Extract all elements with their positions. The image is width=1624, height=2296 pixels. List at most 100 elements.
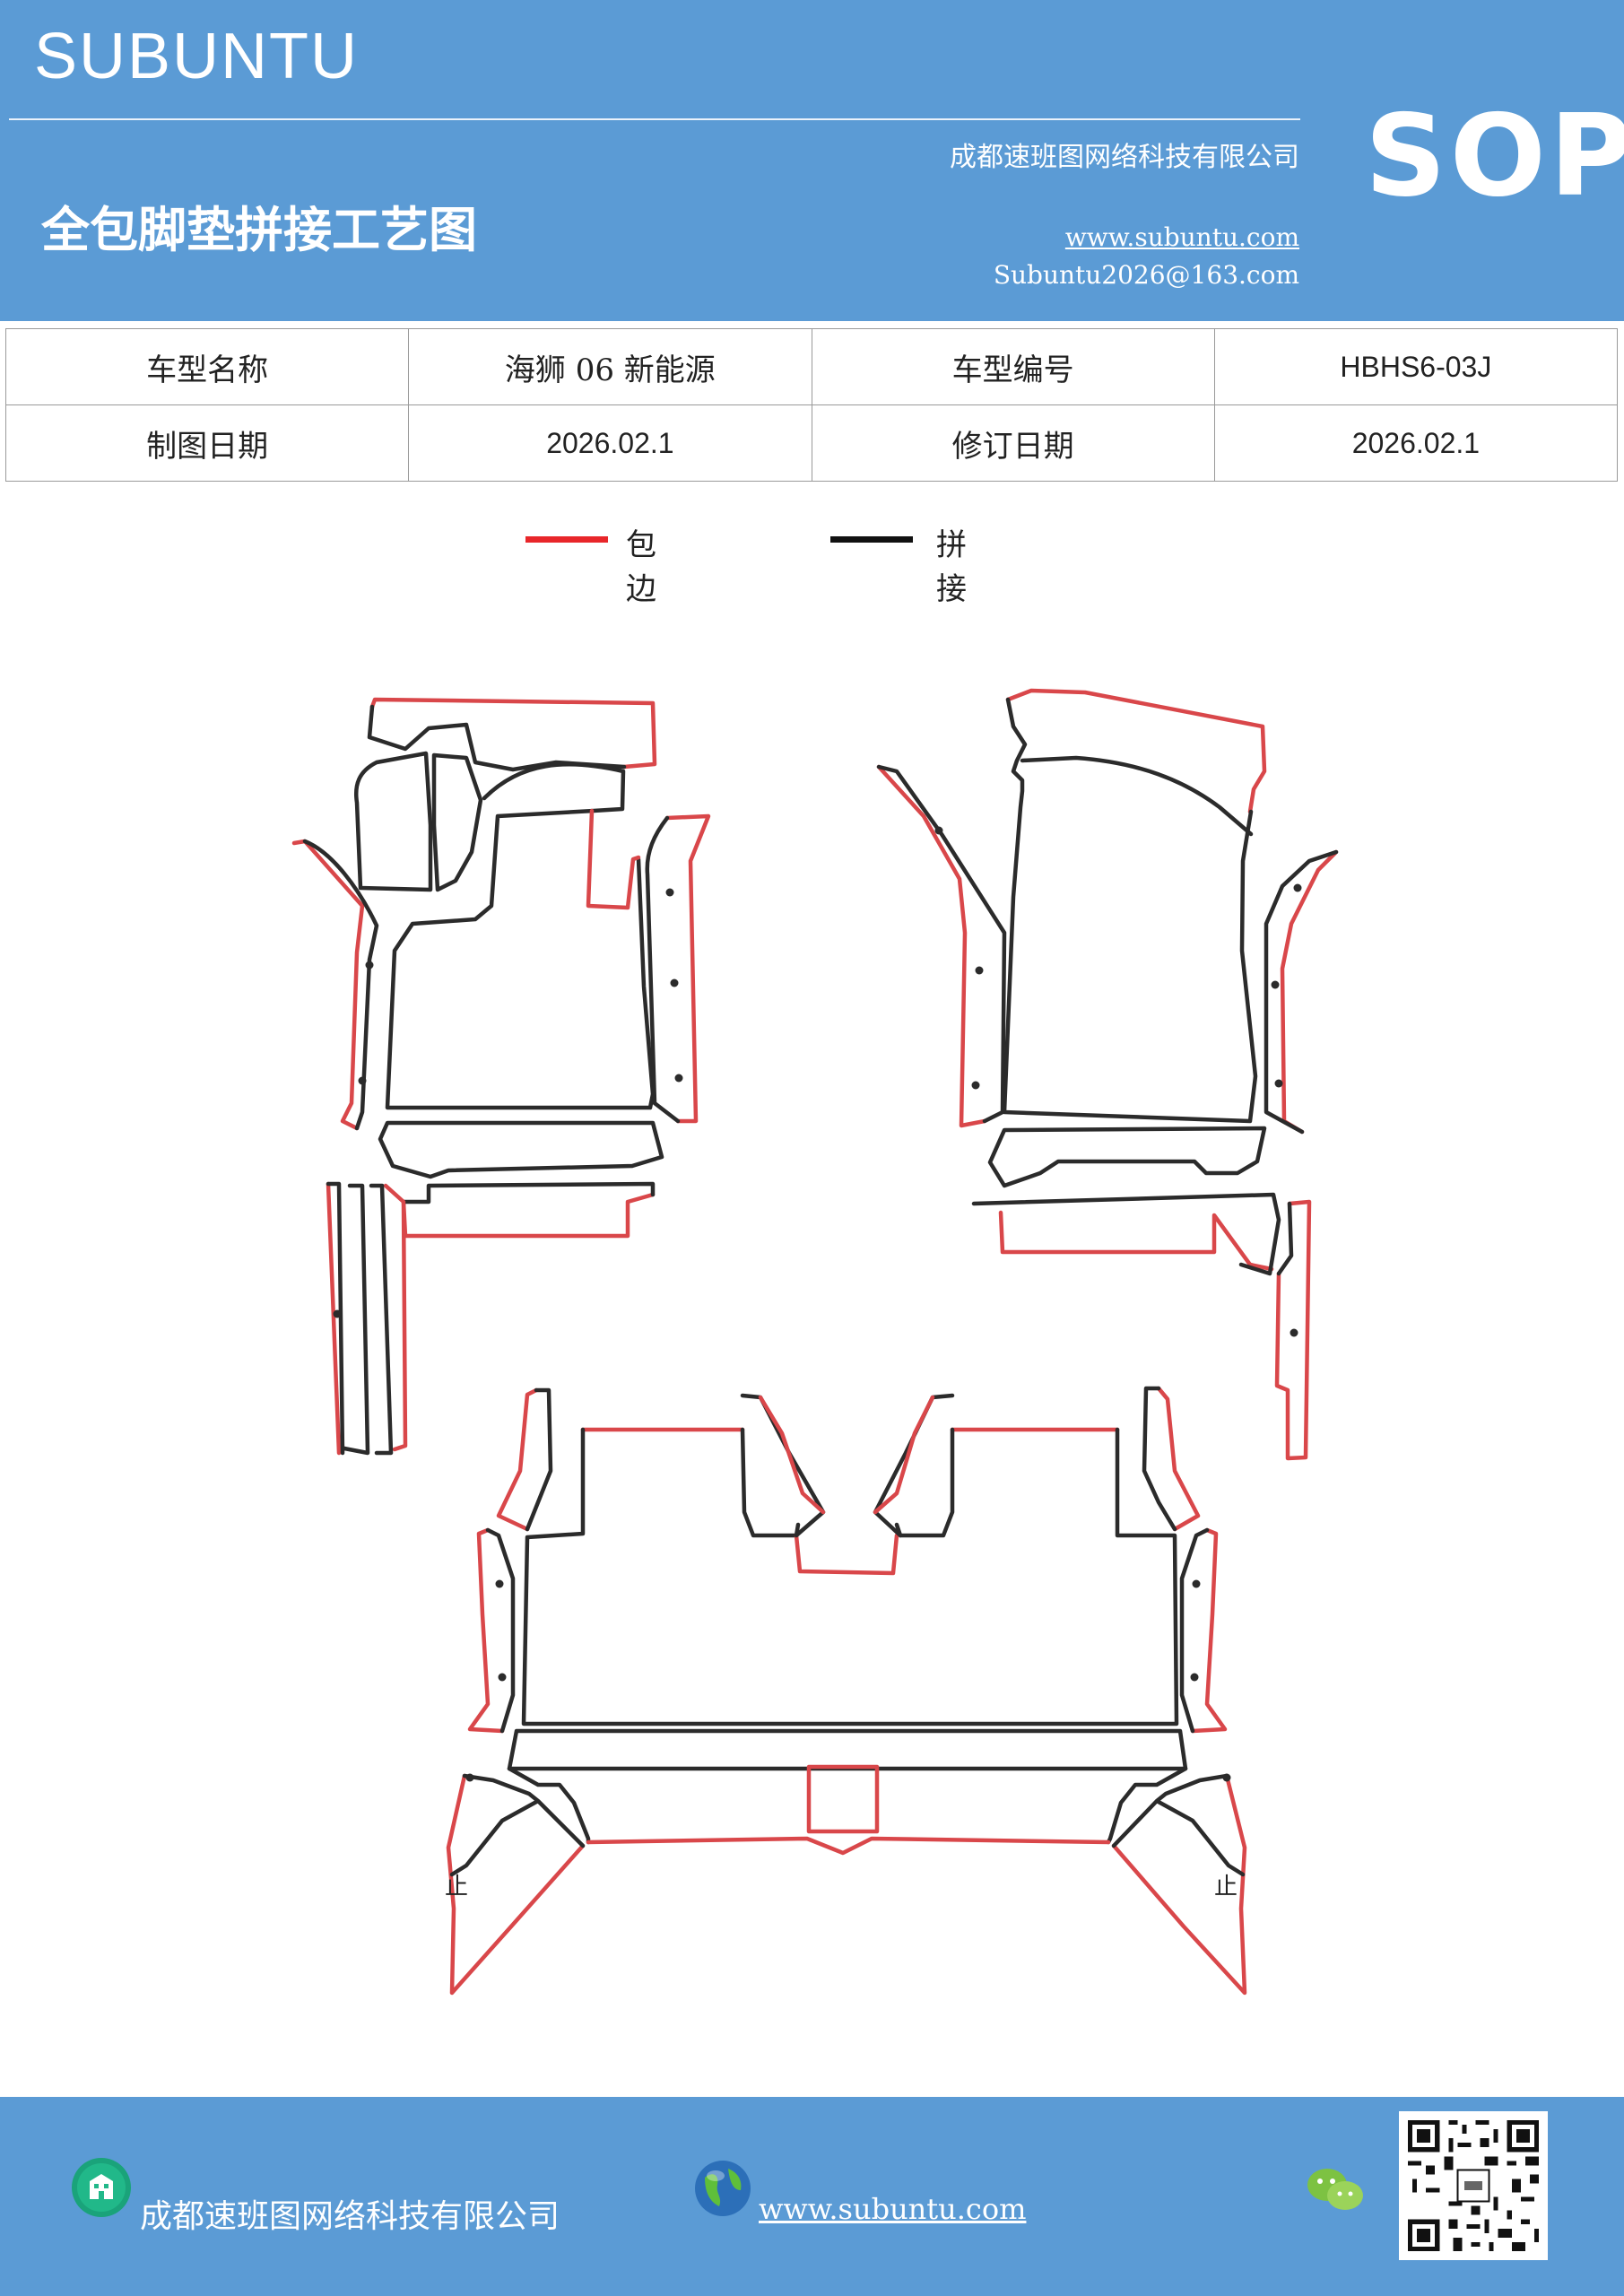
rear-left-top-flap-edge [496, 1387, 539, 1532]
screw-dot [975, 966, 984, 975]
stop-marker-left: 止 [445, 1874, 468, 1900]
rear-right-wing-edge [1111, 1773, 1247, 1996]
screw-dot [934, 826, 943, 835]
legend-swatch-seam [830, 536, 913, 543]
front-left-outer-seam [302, 839, 379, 1131]
front-left-side-edge [664, 813, 711, 1124]
front-left-bottom-strip-seam [401, 1181, 656, 1205]
front-left-bottom-strip-edge [401, 1192, 656, 1239]
draw-date-label: 制图日期 [4, 404, 410, 482]
model-code-label: 车型编号 [811, 328, 1215, 405]
rear-center-cutout [806, 1764, 880, 1834]
vehicle-info-table: 车型名称 海狮 06 新能源 车型编号 HBHS6-03J 制图日期 2026.… [4, 328, 1619, 482]
rear-inner-right-tab [873, 1393, 955, 1538]
screw-dot [365, 961, 374, 970]
front-right-bottom-strip-seam [971, 1192, 1281, 1276]
screw-dot [358, 1076, 367, 1085]
rear-left-wing-seam [449, 1773, 586, 1877]
screw-dot [495, 1579, 504, 1588]
model-code-value: HBHS6-03J [1213, 328, 1619, 405]
screw-dot [1293, 883, 1302, 892]
front-right-inner-seam [1020, 755, 1254, 837]
front-left-main-seam [385, 762, 656, 1110]
wechat-icon[interactable] [1304, 2163, 1367, 2217]
heel-pad-left [354, 751, 433, 892]
revision-date-label: 修订日期 [811, 404, 1215, 482]
draw-date-value: 2026.02.1 [408, 404, 812, 482]
screw-dot [1192, 1579, 1201, 1588]
rear-inner-left-tab-edge [758, 1395, 826, 1515]
website-link[interactable]: www.subuntu.com [1064, 222, 1299, 252]
rear-right-wing-seam [1111, 1773, 1246, 1877]
front-right-top-edge [1005, 688, 1267, 814]
table-row: 车型名称 海狮 06 新能源 车型编号 HBHS6-03J [4, 328, 1619, 405]
screw-dot [1222, 1773, 1231, 1782]
screw-dot [971, 1081, 980, 1090]
screw-dot [498, 1673, 507, 1682]
rear-bottom-main [507, 1766, 1188, 1845]
front-right-bottom-strip-edge [998, 1210, 1274, 1272]
front-right-lower-bar [987, 1126, 1267, 1188]
stop-marker-right: 止 [1214, 1874, 1238, 1900]
document-title: 全包脚垫拼接工艺图 [41, 201, 477, 258]
brand-name: SUBUNTU [34, 21, 360, 92]
model-name-value: 海狮 06 新能源 [408, 328, 812, 405]
rear-main-seam-right [894, 1427, 955, 1538]
rear-main-seam [521, 1427, 1179, 1726]
legend-label-seam: 拼接 [936, 527, 967, 607]
right-side-long-strip-seam [1276, 1201, 1294, 1276]
model-name-label: 车型名称 [4, 328, 410, 405]
rear-left-side-seam [485, 1527, 516, 1734]
rear-mat-group [446, 1386, 1247, 1996]
screw-dot [665, 888, 674, 897]
rear-inner-right-tab-edge [873, 1395, 935, 1515]
header-divider [9, 118, 1300, 120]
front-left-lower-bar [378, 1120, 664, 1179]
screw-dot [670, 978, 679, 987]
rear-right-side-edge [1190, 1527, 1228, 1734]
screw-dot [1271, 980, 1280, 989]
screw-dot [1190, 1673, 1199, 1682]
footer-company: 成都速班图网络科技有限公司 [140, 2198, 560, 2235]
footer-website[interactable]: www.subuntu.com [759, 2192, 1027, 2226]
front-right-side-edge [1280, 849, 1339, 1135]
screw-dot [1274, 1079, 1283, 1088]
screw-dot [674, 1074, 683, 1083]
rear-right-top-flap-edge [1156, 1386, 1201, 1532]
front-left-side-seam [645, 815, 681, 1124]
qr-pattern [1399, 2111, 1548, 2260]
qr-code [1399, 2111, 1548, 2260]
rear-bottom-edge [586, 1836, 1111, 1856]
front-right-top-seam [1002, 697, 1258, 1124]
company-name: 成都速班图网络科技有限公司 [950, 142, 1299, 173]
rear-left-wing-edge [446, 1773, 586, 1996]
globe-icon [695, 2161, 751, 2216]
front-left-notch-edge [586, 808, 641, 910]
front-right-outer-seam [876, 764, 1007, 1124]
sop-badge: SOP [1365, 90, 1624, 222]
header-banner: SUBUNTU 成都速班图网络科技有限公司 全包脚垫拼接工艺图 www.subu… [0, 0, 1624, 321]
front-left-top-edge [369, 697, 657, 770]
revision-date-value: 2026.02.1 [1213, 404, 1619, 482]
rear-left-top-flap-seam [525, 1387, 553, 1532]
rear-center-notch-edge [794, 1533, 899, 1576]
rear-left-side-edge [467, 1527, 505, 1734]
front-right-mat-group [876, 688, 1339, 1461]
front-right-outer-edge [876, 764, 987, 1128]
front-right-side-seam [1264, 849, 1339, 1135]
rear-lower-bar [507, 1728, 1188, 1771]
rear-right-side-seam [1179, 1527, 1210, 1734]
screw-dot [333, 1309, 342, 1318]
heel-pad-right [431, 752, 483, 892]
email-link[interactable]: Subuntu2026@163.com [993, 260, 1299, 290]
left-side-long-strip-seam [326, 1181, 394, 1456]
table-row: 制图日期 2026.02.1 修订日期 2026.02.1 [4, 404, 1619, 482]
legend-label-edge: 包边 [626, 527, 656, 607]
legend-swatch-edge [525, 536, 608, 543]
rear-right-top-flap-seam [1142, 1386, 1177, 1532]
screw-dot [465, 1773, 474, 1782]
right-side-long-strip-edge [1274, 1199, 1312, 1461]
front-left-top-seam [367, 704, 627, 772]
screw-dot [1290, 1328, 1298, 1337]
